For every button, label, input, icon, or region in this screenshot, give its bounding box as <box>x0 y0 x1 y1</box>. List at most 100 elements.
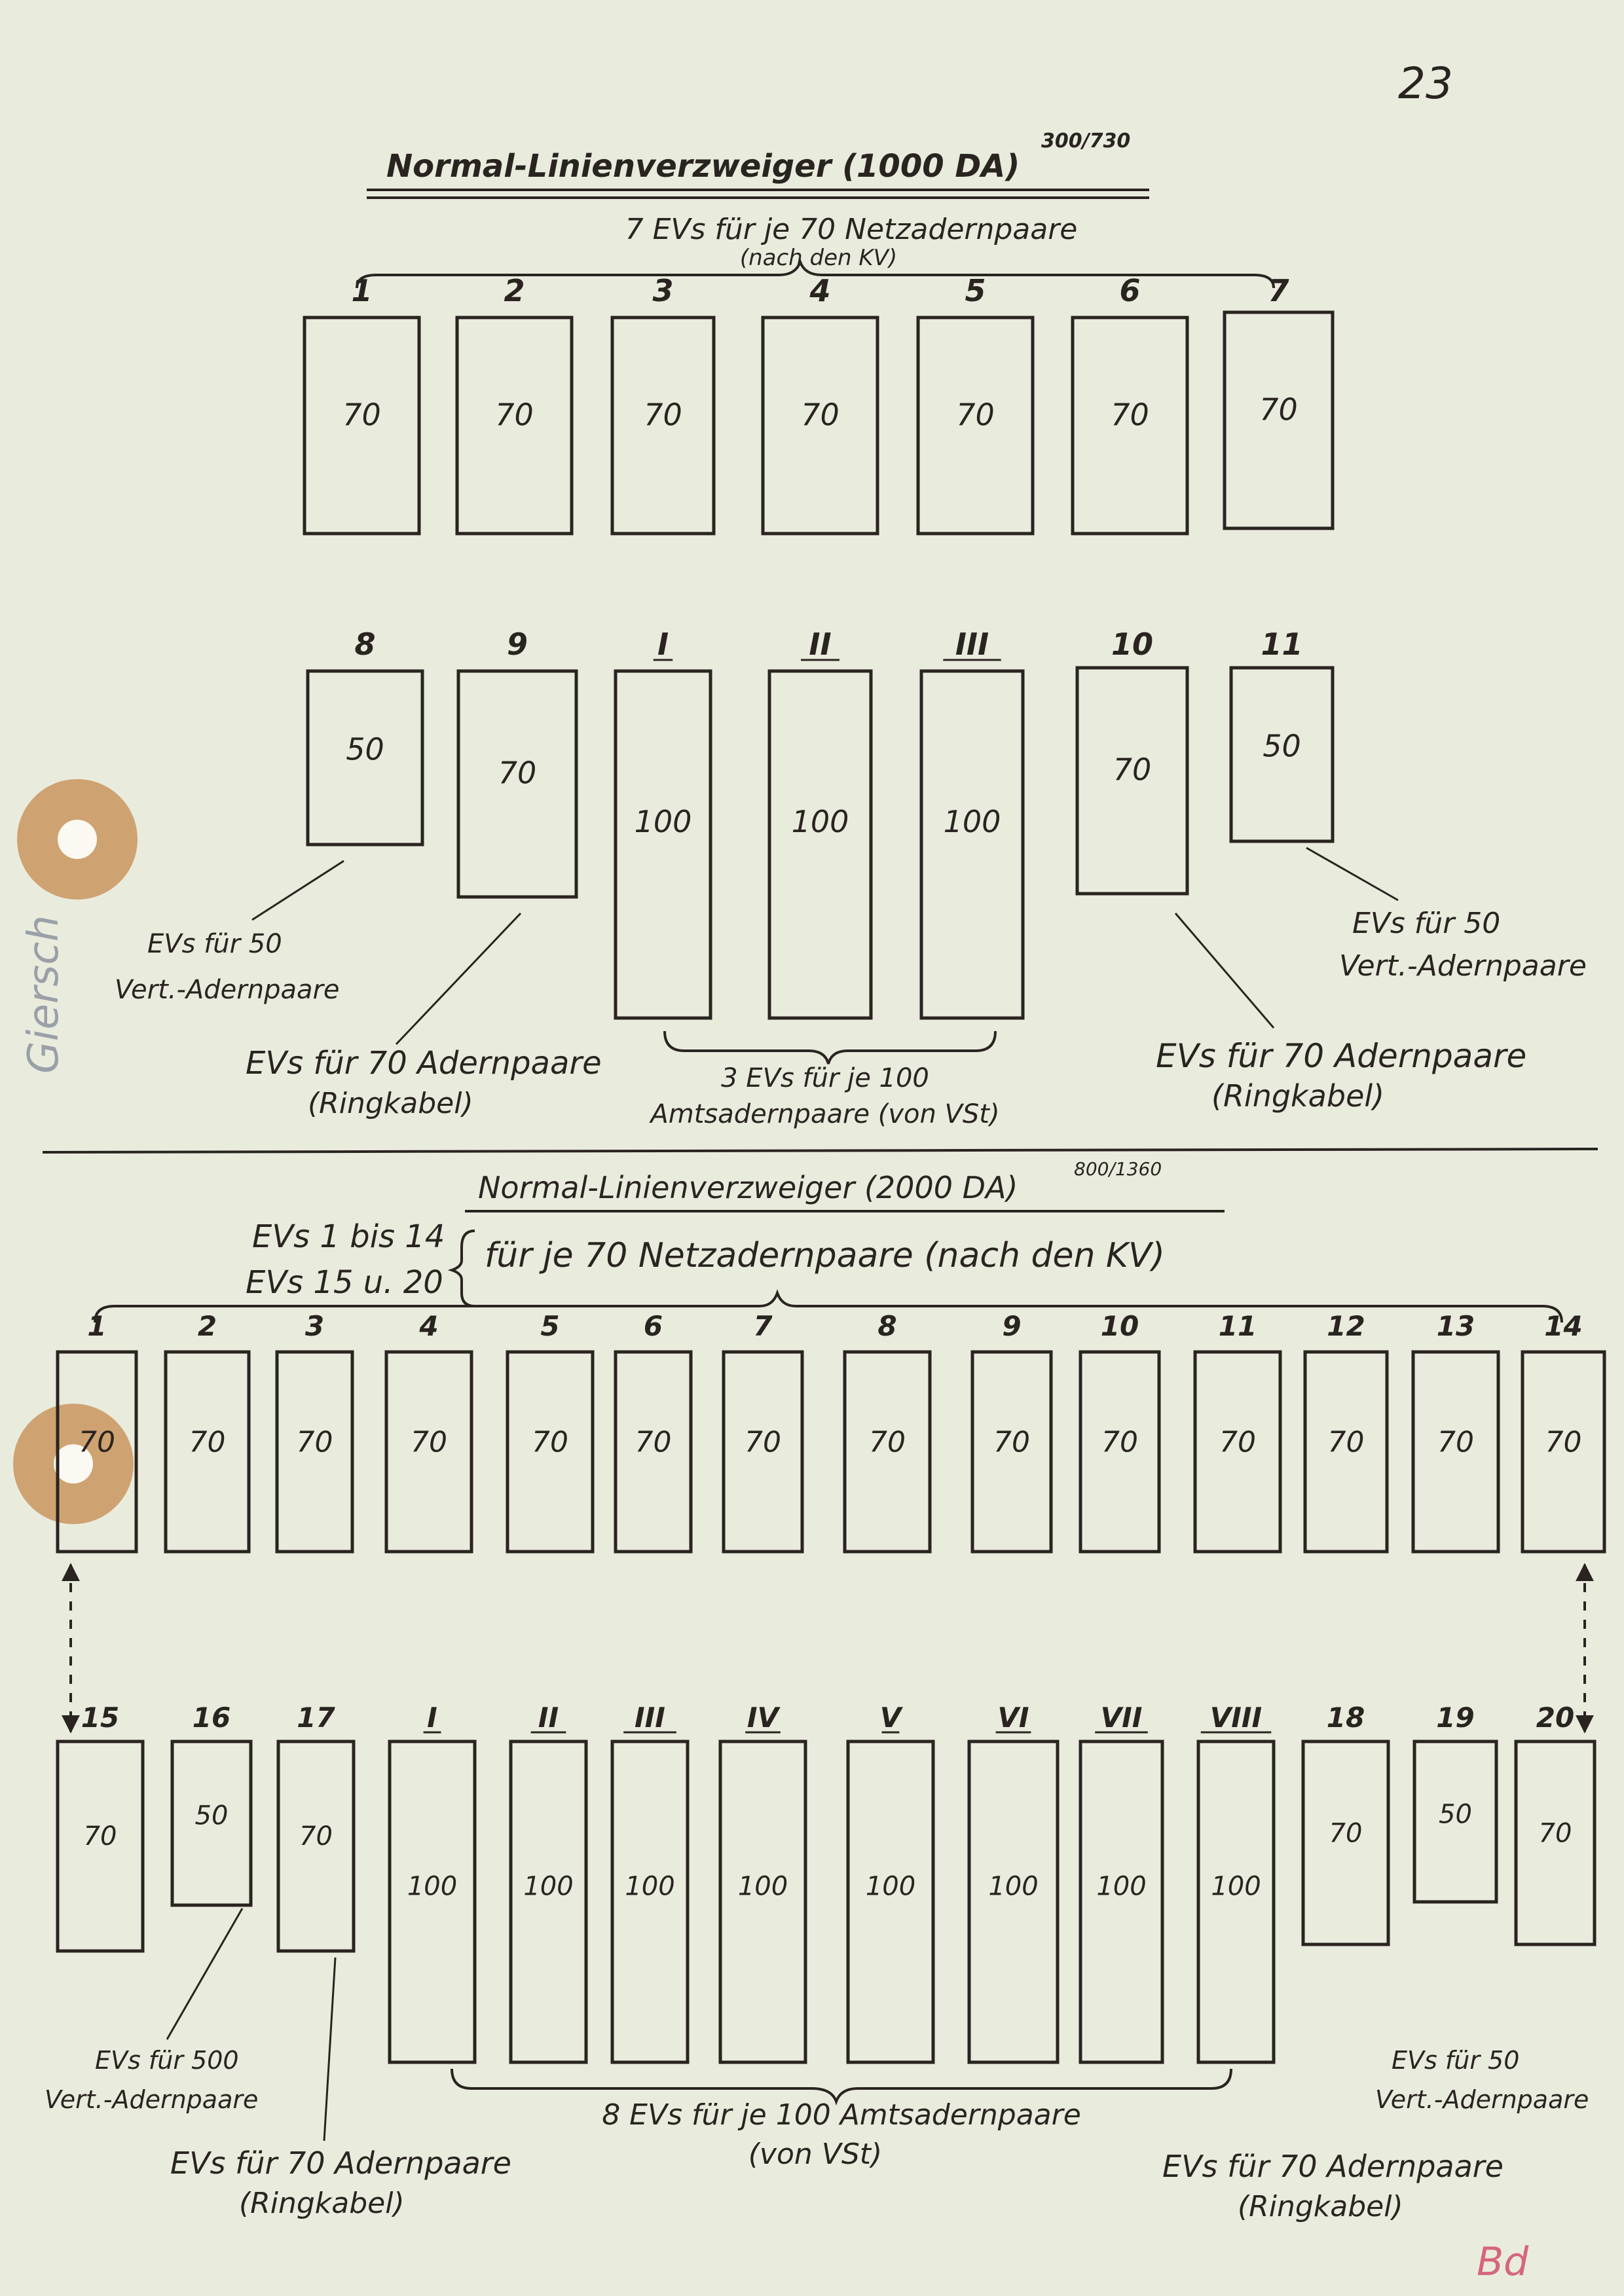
unit-box <box>610 316 716 536</box>
unit-number: III <box>955 627 989 662</box>
unit-box <box>456 669 578 899</box>
s1-note-amts-line1: 3 EVs für je 100 <box>721 1063 929 1093</box>
unit-box <box>384 1350 473 1554</box>
unit-box <box>919 669 1025 1020</box>
section2-evs-line1: EVs 1 bis 14 <box>252 1218 445 1255</box>
distribution-unit: 670 <box>1071 273 1189 536</box>
distribution-unit: 970 <box>456 627 578 899</box>
unit-box <box>846 1740 935 2064</box>
section2-bottom-brace <box>451 2068 1232 2106</box>
margin-note: Giersch <box>20 915 68 1074</box>
unit-capacity: 70 <box>1328 1426 1365 1459</box>
unit-capacity: 70 <box>956 397 995 433</box>
s1-note-left-50-line2: Vert.-Adernpaare <box>115 975 340 1005</box>
unit-box <box>306 669 424 847</box>
distribution-unit: 270 <box>455 273 574 536</box>
unit-number: 11 <box>1219 1310 1257 1342</box>
section2-side-brace <box>447 1230 475 1307</box>
s2-note-left-500-line1: EVs für 500 <box>95 2046 239 2075</box>
unit-box <box>56 1350 138 1554</box>
section1-brace-text-1: 7 EVs für je 70 Netzadernpaare <box>625 213 1078 246</box>
unit-number: 10 <box>1111 627 1153 662</box>
s2-note-amts-line2: (von VSt) <box>748 2138 882 2171</box>
distribution-unit: 850 <box>306 627 424 847</box>
s2-note-left-70-line1: EVs für 70 Adernpaare <box>170 2145 511 2181</box>
s2-note-amts-line1: 8 EVs für je 100 Amtsadernpaare <box>602 2098 1081 2132</box>
section2-row2: 157016501770I100II100III100IV100V100VI10… <box>56 1702 1596 2064</box>
unit-number: 1 <box>87 1310 106 1342</box>
unit-number: 9 <box>1002 1310 1021 1342</box>
s1-note-left-50-line1: EVs für 50 <box>147 929 282 959</box>
distribution-unit: 370 <box>275 1310 354 1554</box>
unit-capacity: 70 <box>1437 1426 1474 1459</box>
section-divider <box>42 1148 1598 1154</box>
unit-number: 5 <box>965 273 986 308</box>
unit-box <box>1229 666 1335 843</box>
unit-capacity: 100 <box>1096 1872 1146 1902</box>
unit-box <box>1411 1350 1500 1554</box>
unit-box <box>610 1740 690 2064</box>
unit-number: 2 <box>504 273 525 308</box>
s2-note-right-50-line1: EVs für 50 <box>1392 2046 1519 2075</box>
unit-box <box>970 1350 1053 1554</box>
unit-number: V <box>880 1702 904 1734</box>
unit-capacity: 70 <box>498 755 537 790</box>
unit-capacity: 70 <box>644 397 682 433</box>
distribution-unit: 2 70 <box>164 1310 251 1554</box>
unit-number: 2 <box>198 1310 217 1342</box>
unit-box <box>1196 1740 1276 2064</box>
leader-line <box>395 912 522 1046</box>
section1-brace-text-2: (nach den KV) <box>740 245 897 271</box>
unit-number: 12 <box>1327 1310 1365 1342</box>
unit-capacity: 70 <box>1101 1426 1138 1459</box>
s1-note-right-50-line1: EVs für 50 <box>1352 907 1500 940</box>
unit-capacity: 100 <box>523 1872 573 1902</box>
unit-box <box>509 1740 588 2064</box>
s2-note-right-70-line1: EVs für 70 Adernpaare <box>1162 2149 1504 2184</box>
distribution-unit: 5 70 <box>916 273 1035 536</box>
section2-row1: 1702703704705706707708709701070117012701… <box>56 1310 1606 1554</box>
unit-capacity: 100 <box>1211 1872 1261 1902</box>
unit-number: VI <box>997 1702 1029 1734</box>
s2-note-left-70-line2: (Ringkabel) <box>239 2187 405 2220</box>
unit-capacity: 50 <box>1263 728 1301 763</box>
unit-number: 8 <box>877 1310 896 1342</box>
unit-number: 18 <box>1327 1702 1365 1734</box>
unit-capacity: 50 <box>1439 1799 1472 1829</box>
corner-mark: Bd <box>1477 2239 1529 2285</box>
section2-title-text: Normal-Linienverzweiger (2000 DA) <box>478 1170 1018 1205</box>
unit-number: 17 <box>297 1702 335 1734</box>
unit-capacity: 70 <box>299 1821 333 1851</box>
unit-number: III <box>635 1702 665 1734</box>
unit-number: 6 <box>644 1310 663 1342</box>
unit-number: 11 <box>1261 627 1302 662</box>
unit-capacity: 70 <box>1539 1819 1572 1849</box>
unit-box <box>1301 1740 1390 1946</box>
unit-box <box>1514 1740 1596 1946</box>
unit-box <box>718 1740 807 2064</box>
unit-box <box>1071 316 1189 536</box>
unit-capacity: 70 <box>1545 1426 1582 1459</box>
unit-capacity: 100 <box>944 804 1001 839</box>
unit-number: VIII <box>1210 1702 1262 1734</box>
unit-number: II <box>538 1702 559 1734</box>
unit-box <box>388 1740 477 2064</box>
unit-number: 8 <box>354 627 375 662</box>
distribution-unit: 770 <box>722 1310 804 1554</box>
s2-note-left-500-line2: Vert.-Adernpaare <box>45 2085 258 2114</box>
s1-note-left-70-line1: EVs für 70 Adernpaare <box>246 1045 602 1082</box>
unit-number: 6 <box>1119 273 1140 308</box>
unit-number: 19 <box>1436 1702 1474 1734</box>
unit-capacity: 70 <box>189 1426 226 1459</box>
unit-capacity: 100 <box>635 804 692 839</box>
unit-capacity: 70 <box>411 1426 447 1459</box>
distribution-unit: VIII 100 <box>1196 1702 1276 2064</box>
